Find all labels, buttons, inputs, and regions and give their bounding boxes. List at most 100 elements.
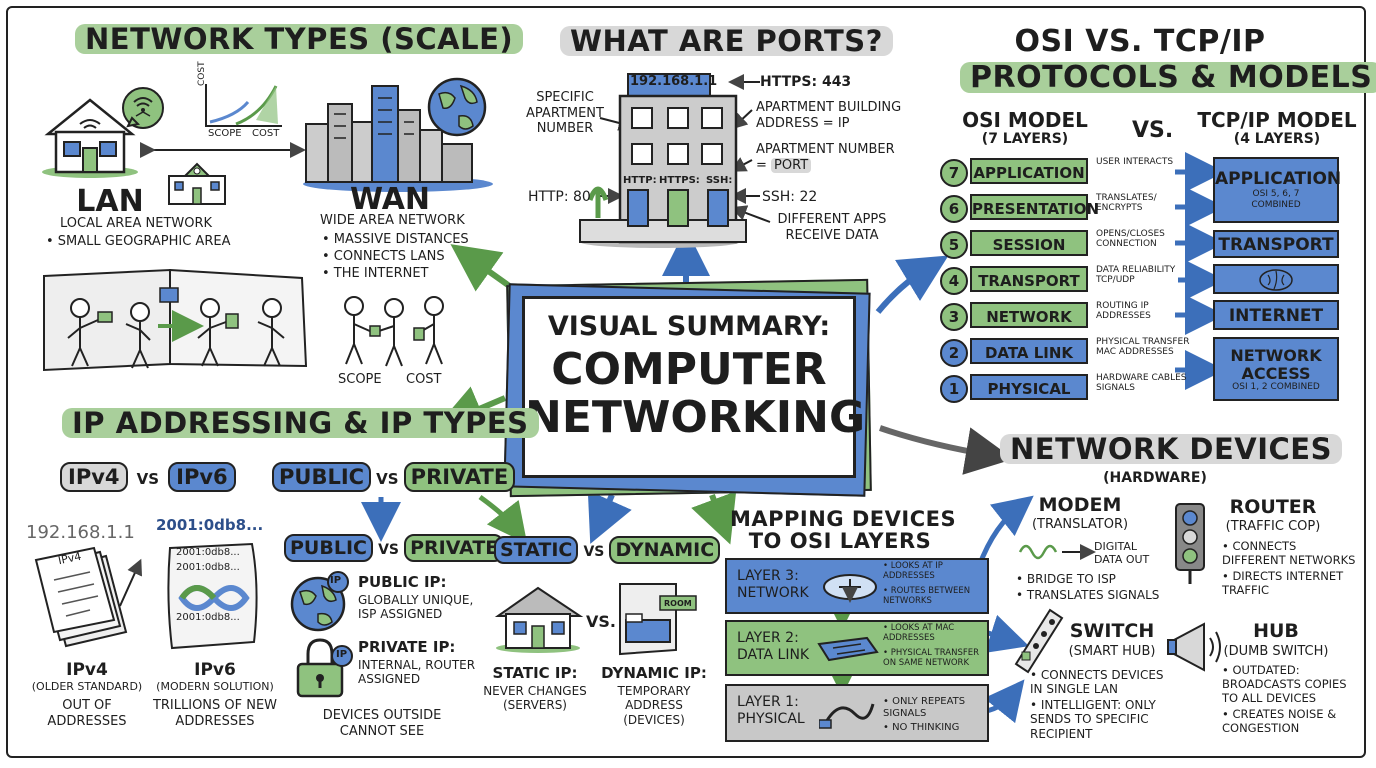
mapping-layer-2-bullet-1: • LOOKS AT MAC ADDRESSES <box>883 623 955 643</box>
osi-layer-7-name: APPLICATION <box>970 158 1088 184</box>
hotel-room-icon <box>619 583 697 656</box>
http-port-label: HTTP: 80 <box>528 189 591 205</box>
ipv4-vs-text: VS <box>136 470 160 488</box>
mapping-layer-2-bullet-2: • PHYSICAL TRANSFER ON SAME NETWORK <box>883 648 980 668</box>
osi-title-line-2: PROTOCOLS & MODELS <box>960 61 1376 93</box>
mapping-layer-3-label: LAYER 3: NETWORK <box>737 568 809 601</box>
door-label-https: HTTPS: <box>659 175 700 186</box>
public-vs-text: VS <box>378 542 399 558</box>
mapping-layer-1: LAYER 1: PHYSICAL • ONLY REPEATS SIGNALS… <box>725 684 989 742</box>
megaphone-icon <box>1167 622 1221 672</box>
switch-icon <box>817 636 879 662</box>
tcp-layer-network-access: NETWORK ACCESS OSI 1, 2 COMBINED <box>1213 337 1339 401</box>
switch-bullet-2: • INTELLIGENT: ONLY SENDS TO SPECIFIC RE… <box>1030 698 1156 741</box>
tcp-layer-application: APPLICATION OSI 5, 6, 7 COMBINED <box>1213 157 1342 223</box>
power-strip-icon <box>1014 608 1064 674</box>
dynamic-pill: DYNAMIC <box>609 536 721 564</box>
scope-cost-chart <box>205 84 282 127</box>
mapping-layer-3-bullet-2: • ROUTES BETWEEN NETWORKS <box>883 586 971 606</box>
wifi-bubble-icon <box>122 87 164 129</box>
osi-layer-6-desc: TRANSLATES/ ENCRYPTS <box>1096 193 1157 214</box>
devices-outside-label: DEVICES OUTSIDE CANNOT SEE <box>322 708 442 739</box>
scene-label-scope: SCOPE <box>338 372 382 387</box>
osi-layer-4: 4 TRANSPORT DATA RELIABILITY TCP/UDP <box>940 265 1240 295</box>
lan-bullet: • SMALL GEOGRAPHIC AREA <box>46 234 231 249</box>
center-box: VISUAL SUMMARY: COMPUTER NETWORKING <box>522 296 865 478</box>
mapping-layer-3-bullet-1: • LOOKS AT IP ADDRESSES <box>883 561 943 581</box>
router-icon <box>823 574 877 604</box>
osi-layer-7: 7 APPLICATION USER INTERACTS <box>940 157 1240 187</box>
mapping-layer-2: LAYER 2: DATA LINK • LOOKS AT MAC ADDRES… <box>725 620 989 676</box>
ssh-port-label: SSH: 22 <box>762 189 818 205</box>
osi-vs: VS. <box>1132 118 1174 143</box>
padlock-ip-badge: IP <box>336 649 348 660</box>
osi-layer-4-name: TRANSPORT <box>970 266 1088 292</box>
ipv6-desc: TRILLIONS OF NEW ADDRESSES <box>152 698 278 729</box>
mapping-title-2: TO OSI LAYERS <box>748 529 932 554</box>
different-apps-label: DIFFERENT APPS RECEIVE DATA <box>777 212 887 243</box>
analog-to-digital-icon <box>1018 544 1096 560</box>
dynamic-ip-label: DYNAMIC IP: <box>601 664 707 682</box>
switch-sub: (SMART HUB) <box>1068 644 1156 659</box>
static-vs-dynamic: STATIC VS DYNAMIC <box>494 536 721 564</box>
scope-cost-people-illustration <box>344 296 444 367</box>
modem-digital-out: DIGITAL DATA OUT <box>1094 540 1150 567</box>
public-pill-top: PUBLIC <box>272 462 372 492</box>
mapping-layer-2-label: LAYER 2: DATA LINK <box>737 630 810 663</box>
osi-layer-1-number: 1 <box>940 375 968 403</box>
osi-layer-5-desc: OPENS/CLOSES CONNECTION <box>1096 229 1165 250</box>
mapping-title: MAPPING DEVICES TO OSI LAYERS <box>730 507 957 554</box>
school-building-icon <box>168 162 226 205</box>
ipv6-pill: IPv6 <box>168 462 236 492</box>
osi-layer-5-number: 5 <box>940 231 968 259</box>
osi-layer-3-name: NETWORK <box>970 302 1088 328</box>
chart-xlabel-scope: SCOPE <box>208 128 242 139</box>
static-house-icon <box>494 586 584 653</box>
modem-sub: (TRANSLATOR) <box>1031 517 1129 532</box>
osi-layer-6: 6 PRESENTATION TRANSLATES/ ENCRYPTS <box>940 193 1240 223</box>
tcp-application-sub: OSI 5, 6, 7 COMBINED <box>1251 189 1301 210</box>
center-line-1: VISUAL SUMMARY: <box>547 311 831 342</box>
private-ip-desc: INTERNAL, ROUTER ASSIGNED <box>358 658 476 687</box>
scroll-infinity-icon <box>167 542 258 650</box>
lan-label: LAN <box>76 184 144 219</box>
specific-apartment-label: SPECIFIC APARTMENT NUMBER <box>526 90 604 137</box>
globe-ip-badge: IP <box>330 575 342 586</box>
chart-xlabel-cost: COST <box>252 128 280 139</box>
ipv4-sub: (OLDER STANDARD) <box>31 680 143 693</box>
https-port-label: HTTPS: 443 <box>760 74 852 90</box>
hub-title: HUB <box>1253 620 1299 642</box>
door-label-http: HTTP: <box>623 175 657 186</box>
wan-bullet-3: • THE INTERNET <box>322 266 429 281</box>
wan-bullet-2: • CONNECTS LANs <box>322 249 445 264</box>
osi-layer-5: 5 SESSION OPENS/CLOSES CONNECTION <box>940 229 1240 259</box>
osi-layer-3-desc: ROUTING IP ADDRESSES <box>1096 301 1151 322</box>
ipv4-pill: IPv4 <box>60 462 128 492</box>
tcp-model-sub: (4 LAYERS) <box>1233 131 1321 147</box>
ipv4-sample: 192.168.1.1 <box>26 522 135 543</box>
mapping-layer-1-bullet-2: • NO THINKING <box>883 722 960 733</box>
building-address-label: APARTMENT BUILDING ADDRESS = IP <box>756 100 902 131</box>
osi-layer-6-number: 6 <box>940 195 968 223</box>
public-pill: PUBLIC <box>284 534 373 562</box>
osi-layer-3: 3 NETWORK ROUTING IP ADDRESSES <box>940 301 1240 331</box>
public-ip-desc: GLOBALLY UNIQUE, ISP ASSIGNED <box>358 593 474 622</box>
tcp-application-label: APPLICATION <box>1215 169 1342 189</box>
port-word: PORT <box>771 157 812 173</box>
private-pill-top: PRIVATE <box>403 462 516 492</box>
wan-label: WAN <box>349 182 431 217</box>
center-line-2: COMPUTER <box>551 344 827 395</box>
mapping-title-1: MAPPING DEVICES <box>730 507 957 531</box>
osi-layer-7-desc: USER INTERACTS <box>1096 157 1174 167</box>
devices-sub: (HARDWARE) <box>1103 470 1207 486</box>
apartment-number-text: APARTMENT NUMBER = <box>756 142 895 173</box>
switch-title: SWITCH <box>1069 620 1155 642</box>
globe-ip-icon <box>290 571 349 632</box>
osi-layer-6-name: PRESENTATION <box>970 194 1099 220</box>
osi-layer-2: 2 DATA LINK PHYSICAL TRANSFER MAC ADDRES… <box>940 337 1240 367</box>
modem-bullet-1: • BRIDGE TO ISP <box>1016 572 1116 586</box>
mapping-layer-1-label: LAYER 1: PHYSICAL <box>737 694 805 727</box>
private-ip-label: PRIVATE IP: <box>358 638 456 656</box>
devices-title: NETWORK DEVICES <box>1000 434 1342 464</box>
ipv4-desc: OUT OF ADDRESSES <box>47 698 127 729</box>
